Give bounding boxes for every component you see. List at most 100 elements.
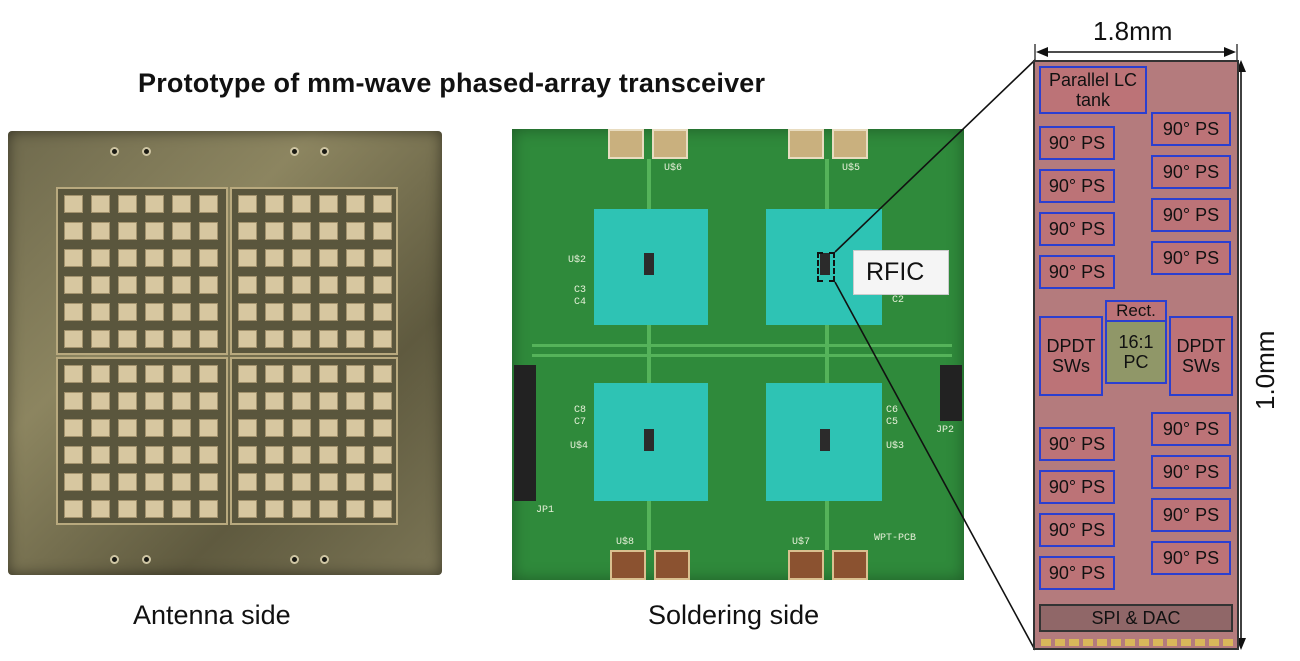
antenna-patch [319,276,338,294]
antenna-patch [373,276,392,294]
antenna-patch [91,330,110,348]
antenna-patch [199,222,218,240]
pcb-label-board: WPT-PCB [874,533,917,544]
antenna-patch [172,500,191,518]
antenna-patch [118,446,137,464]
phase-shifter-block: 90° PS [1151,241,1231,275]
antenna-patch [373,500,392,518]
antenna-patch [292,330,311,348]
antenna-patch [373,249,392,267]
antenna-patch [118,473,137,491]
antenna-patch [373,446,392,464]
antenna-patch [346,195,365,213]
antenna-patch [199,446,218,464]
rfic-label: RFIC [866,258,925,286]
rfic-label-box [853,250,949,295]
power-combiner-block: 16:1 PC [1105,320,1167,384]
dpdt-switches-left: DPDT SWs [1039,316,1103,396]
rfic-location-marker [817,252,835,282]
phase-shifter-block: 90° PS [1039,427,1115,461]
antenna-patch [319,446,338,464]
antenna-patch [238,330,257,348]
antenna-patch [292,473,311,491]
antenna-patch [238,392,257,410]
antenna-patch [64,330,83,348]
antenna-patch [292,276,311,294]
antenna-patch [292,392,311,410]
antenna-patch [346,330,365,348]
phase-shifter-block: 90° PS [1039,255,1115,289]
phase-shifter-block: 90° PS [1151,155,1231,189]
antenna-patch [319,249,338,267]
antenna-patch [373,365,392,383]
phase-shifter-block: 90° PS [1151,112,1231,146]
antenna-patch [346,500,365,518]
die-height-label: 1.0mm [1250,330,1280,410]
antenna-patch [172,473,191,491]
antenna-patch [145,365,164,383]
antenna-patch [373,473,392,491]
pcb-label-u4: U$4 [570,441,589,452]
antenna-patch [145,446,164,464]
antenna-patch [265,249,284,267]
antenna-patch [346,446,365,464]
phase-shifter-block: 90° PS [1151,455,1231,489]
pcb-label-jp2: JP2 [936,425,955,436]
antenna-patch [292,195,311,213]
antenna-board-photo [8,131,442,575]
antenna-patch [199,419,218,437]
phase-shifter-block: 90° PS [1151,498,1231,532]
antenna-patch [373,419,392,437]
antenna-patch [265,473,284,491]
soldering-side-caption: Soldering side [648,600,820,630]
pcb-label-jp1: JP1 [536,505,555,516]
antenna-patch [319,330,338,348]
antenna-patch [346,303,365,321]
phase-shifter-block: 90° PS [1039,169,1115,203]
antenna-patch [319,222,338,240]
antenna-patch [346,365,365,383]
antenna-patch [199,392,218,410]
antenna-patch [292,446,311,464]
antenna-patch [172,446,191,464]
antenna-patch [319,195,338,213]
antenna-patch [118,276,137,294]
antenna-patch [292,365,311,383]
phase-shifter-block: 90° PS [1039,212,1115,246]
antenna-patch [64,500,83,518]
phase-shifter-block: 90° PS [1039,470,1115,504]
antenna-patch [145,276,164,294]
antenna-patch [118,303,137,321]
antenna-patch [172,303,191,321]
antenna-patch [346,222,365,240]
antenna-patch [145,303,164,321]
phase-shifter-block: 90° PS [1039,126,1115,160]
antenna-patch [292,222,311,240]
antenna-patch [172,330,191,348]
phase-shifter-block: 90° PS [1151,198,1231,232]
antenna-patch [199,303,218,321]
phase-shifter-block: 90° PS [1151,412,1231,446]
antenna-patch [238,446,257,464]
antenna-patch [145,249,164,267]
antenna-patch [265,195,284,213]
antenna-patch [265,500,284,518]
antenna-patch [238,419,257,437]
antenna-patch [238,303,257,321]
rectifier-label-block: Rect. [1105,300,1167,322]
antenna-patch [118,365,137,383]
antenna-patch [292,419,311,437]
antenna-patch [64,446,83,464]
antenna-patch [64,419,83,437]
pcb-label-u2: U$2 [568,255,587,266]
pcb-label-u7: U$7 [792,537,811,548]
antenna-patch [118,195,137,213]
phase-shifter-block: 90° PS [1039,513,1115,547]
antenna-patch [346,473,365,491]
antenna-patch [91,419,110,437]
antenna-patch [265,365,284,383]
antenna-quadrant-tr [230,187,398,355]
antenna-patch [238,276,257,294]
antenna-patch [346,276,365,294]
antenna-patch [199,195,218,213]
